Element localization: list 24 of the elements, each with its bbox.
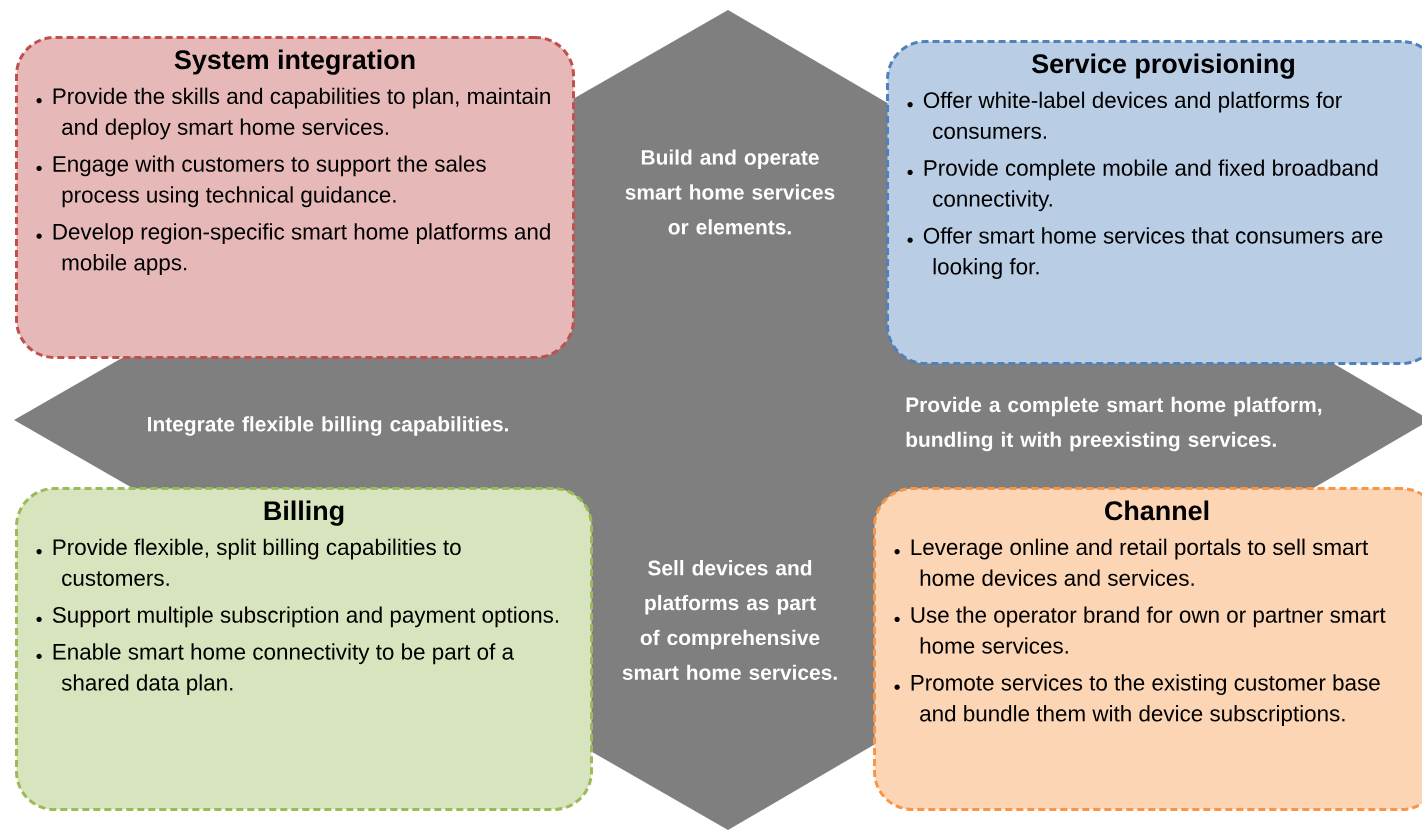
bullet-item: Provide flexible, split billing capabilities to customers. (53, 538, 461, 586)
diamond-text: Build and operate smart home services or elements. (625, 149, 835, 235)
bullet-item: Use the operator brand for own or partner smart home services. (911, 606, 1386, 654)
bullet-item: Offer white-label devices and platforms for consumers. (923, 91, 1342, 139)
info-card (873, 487, 1422, 811)
bullet-item: Develop region-specific smart home platforms and mobile apps. (53, 223, 550, 275)
card-title: Service provisioning (1032, 53, 1294, 79)
diamond-text: Provide a complete smart home platform, bundling it with preexisting services. (906, 396, 1322, 452)
info-card (15, 487, 593, 811)
card-title: Channel (1105, 500, 1209, 521)
card-title: Billing (264, 500, 344, 526)
bullet-item: Offer smart home services that consumers are looking for. (923, 227, 1383, 279)
info-card (15, 36, 575, 359)
info-card (886, 40, 1422, 365)
bullet-item: Promote services to the existing customer base and bundle them with device subscriptions. (911, 674, 1380, 726)
bullet-item: Leverage online and retail portals to sell smart home devices and services. (911, 538, 1369, 586)
bullet-item: Enable smart home connectivity to be part of a shared data plan. (53, 643, 514, 696)
diamond-text: Sell devices and platforms as part of comprehensive smart home services. (622, 560, 837, 680)
card-title: System integration (174, 49, 415, 75)
bullet-item: Provide complete mobile and fixed broadband connectivity. (924, 159, 1378, 212)
bullet-item: Engage with customers to support the sales process using technical guidance. (53, 155, 486, 208)
bullet-item: Provide the skills and capabilities to plan, maintain and deploy smart home services. (53, 87, 550, 140)
diamond-text: Integrate flexible billing capabilities. (148, 416, 508, 436)
bullet-item: Support multiple subscription and payment options. (52, 606, 559, 628)
